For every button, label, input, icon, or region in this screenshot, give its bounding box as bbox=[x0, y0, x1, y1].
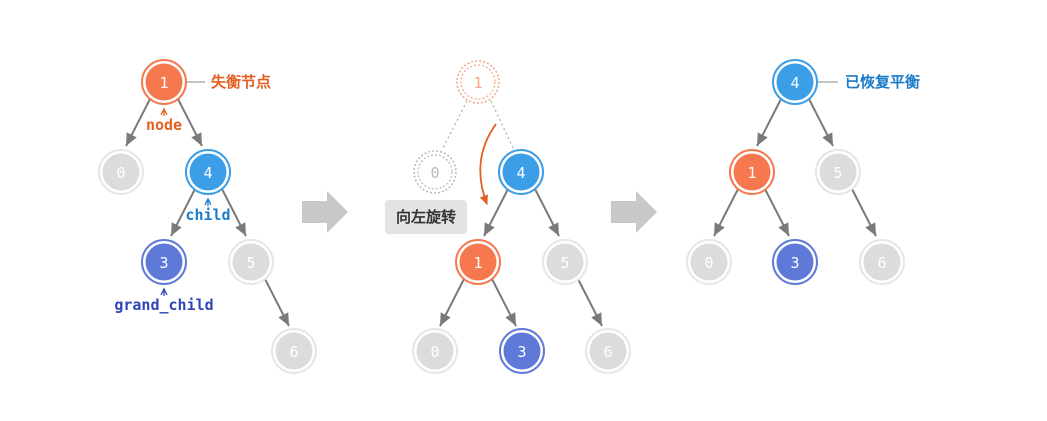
tree-node: 4 bbox=[498, 149, 544, 195]
edge-5-6 bbox=[577, 278, 603, 327]
node-label: 5 bbox=[246, 254, 255, 272]
tree-node: 1 bbox=[455, 239, 501, 285]
edge-5-6 bbox=[264, 278, 290, 327]
balanced-label: 已恢复平衡 bbox=[845, 73, 920, 91]
tree-node: 3 bbox=[141, 239, 187, 285]
tree-node: 0 bbox=[412, 328, 458, 374]
edge-5-6 bbox=[851, 188, 877, 237]
edge-1-0 bbox=[713, 188, 739, 237]
panel-rotating: 1 0 4 1 5 0 bbox=[385, 60, 631, 374]
ghost-node: 0 bbox=[413, 150, 457, 194]
tree-node: 0 bbox=[686, 239, 732, 285]
tree-node: 4 bbox=[185, 149, 231, 195]
node-pointer-label: node bbox=[146, 116, 182, 134]
node-label: 4 bbox=[516, 164, 525, 182]
ghost-node: 1 bbox=[456, 60, 500, 104]
edge-1-0 bbox=[439, 278, 465, 327]
tree-node: 6 bbox=[585, 328, 631, 374]
ghost-edge-1-0 bbox=[441, 100, 468, 151]
tree-node: 4 bbox=[772, 59, 818, 105]
edge-4-1 bbox=[483, 188, 509, 237]
rotate-badge bbox=[385, 200, 467, 234]
rotation-arrow-icon bbox=[479, 123, 497, 206]
node-label: 1 bbox=[159, 74, 168, 92]
edge-4-5 bbox=[221, 188, 247, 237]
node-label: 3 bbox=[790, 254, 799, 272]
node-label: 3 bbox=[159, 254, 168, 272]
node-label: 4 bbox=[790, 74, 799, 92]
edge-4-5 bbox=[534, 188, 560, 237]
node-label: 0 bbox=[430, 343, 439, 361]
tree-node: 5 bbox=[815, 149, 861, 195]
node-label: 1 bbox=[747, 164, 756, 182]
node-label: 3 bbox=[517, 343, 526, 361]
edge-4-1 bbox=[756, 98, 782, 147]
tree-node: 1 bbox=[141, 59, 187, 105]
edge-4-5 bbox=[808, 98, 834, 147]
tree-node: 0 bbox=[98, 149, 144, 195]
node-label: 5 bbox=[833, 164, 842, 182]
edge-1-4 bbox=[177, 98, 203, 147]
node-label: 5 bbox=[560, 254, 569, 272]
child-pointer-label: child bbox=[185, 206, 230, 224]
step-arrow-icon bbox=[611, 191, 657, 233]
node-label: 0 bbox=[116, 164, 125, 182]
step-arrow-icon bbox=[302, 191, 348, 233]
node-label: 6 bbox=[603, 343, 612, 361]
tree-node: 1 bbox=[729, 149, 775, 195]
node-label: 6 bbox=[289, 343, 298, 361]
edge-1-3 bbox=[764, 188, 790, 237]
node-pointer-icon bbox=[160, 107, 168, 116]
edge-1-3 bbox=[491, 278, 517, 327]
edge-4-3 bbox=[170, 188, 196, 237]
node-label: 6 bbox=[877, 254, 886, 272]
tree-node: 6 bbox=[859, 239, 905, 285]
grand-child-pointer-label: grand_child bbox=[114, 296, 213, 314]
tree-node: 6 bbox=[271, 328, 317, 374]
rotate-badge-label: 向左旋转 bbox=[396, 208, 456, 226]
panel-before: 1 0 4 3 5 6 bbox=[98, 59, 317, 374]
node-label: 1 bbox=[473, 74, 482, 92]
panel-after: 4 1 5 0 3 6 bbox=[686, 59, 920, 285]
tree-node: 3 bbox=[772, 239, 818, 285]
node-label: 1 bbox=[473, 254, 482, 272]
tree-node: 3 bbox=[499, 328, 545, 374]
unbalanced-node-label: 失衡节点 bbox=[211, 73, 271, 91]
child-pointer-icon bbox=[204, 197, 212, 206]
grand-child-pointer-icon bbox=[160, 287, 168, 296]
tree-node: 5 bbox=[228, 239, 274, 285]
tree-node: 5 bbox=[542, 239, 588, 285]
node-label: 4 bbox=[203, 164, 212, 182]
edge-1-0 bbox=[125, 98, 151, 147]
node-label: 0 bbox=[704, 254, 713, 272]
ghost-edge-1-4 bbox=[490, 100, 515, 151]
node-label: 0 bbox=[430, 164, 439, 182]
